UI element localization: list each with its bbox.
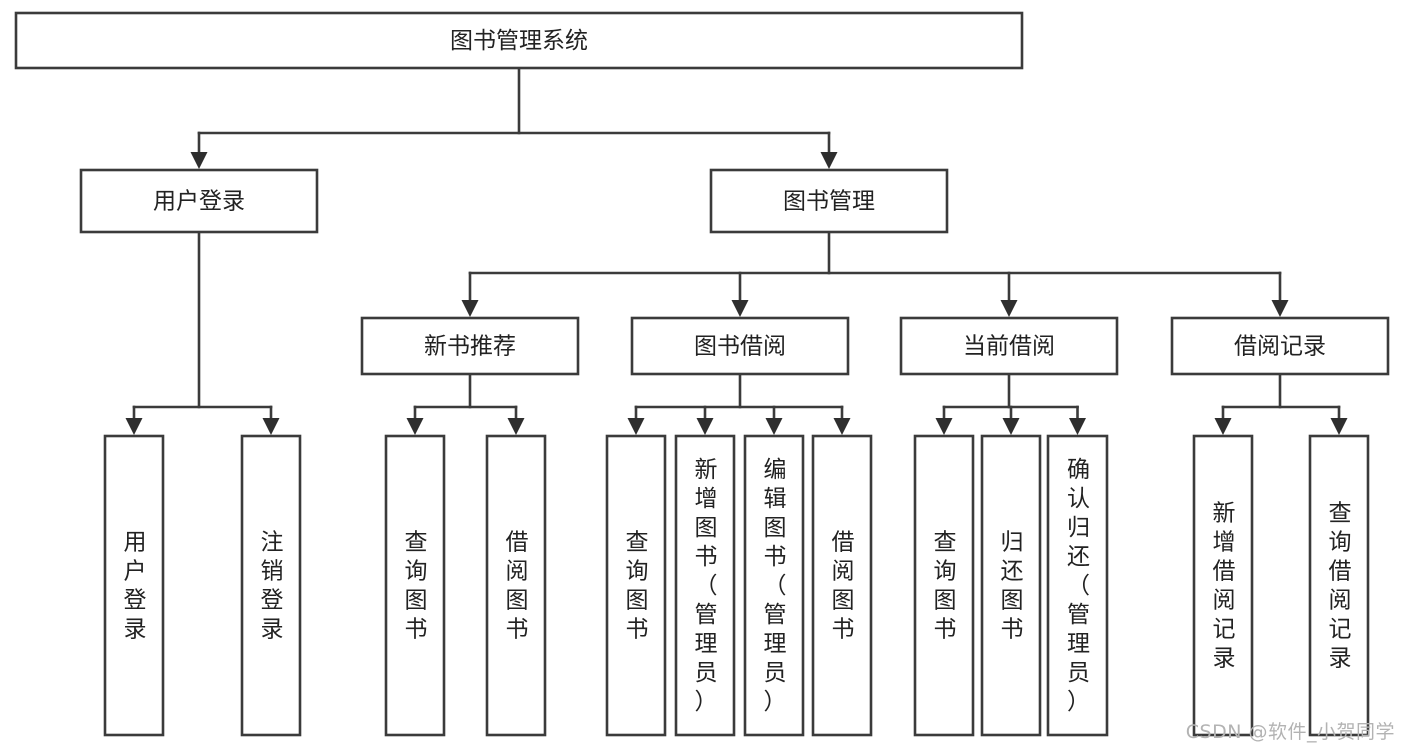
node-label-leaf-query-book-3: 查询图书 [934, 530, 957, 643]
node-label-leaf-return-book: 归还图书 [1001, 530, 1024, 643]
node-box-leaf-query-book-1 [384, 434, 446, 737]
node-current-borrow[interactable]: 当前借阅 [899, 316, 1119, 376]
node-box-leaf-add-book [674, 434, 736, 737]
node-new-book-recommend[interactable]: 新书推荐 [360, 316, 580, 376]
edge-arrowhead-leaf-query-record [1330, 418, 1348, 435]
edge-arrowhead-leaf-query-book-3 [935, 418, 953, 435]
node-box-leaf-user-login [103, 434, 165, 737]
node-user-login[interactable]: 用户登录 [79, 168, 319, 234]
edge-arrowhead-leaf-edit-book [765, 418, 783, 435]
node-label-book-borrow: 图书借阅 [694, 334, 786, 360]
node-label-leaf-user-logout: 注销登录 [261, 530, 284, 643]
node-box-leaf-edit-book [743, 434, 805, 737]
node-book-manage[interactable]: 图书管理 [709, 168, 949, 234]
node-box-book-manage [709, 168, 949, 234]
node-box-new-book-recommend [360, 316, 580, 376]
node-label-new-book-recommend: 新书推荐 [424, 334, 516, 360]
node-label-book-manage: 图书管理 [783, 189, 875, 215]
node-label-leaf-query-book-1: 查询图书 [405, 530, 428, 643]
edge-arrowhead-leaf-user-logout [262, 418, 280, 435]
node-leaf-return-book[interactable]: 归还图书 [980, 434, 1042, 737]
node-leaf-edit-book[interactable]: 编辑图书（管理员） [743, 434, 805, 737]
node-leaf-query-book-2[interactable]: 查询图书 [605, 434, 667, 737]
edge-arrowhead-leaf-borrow-book-1 [507, 418, 525, 435]
node-label-leaf-query-book-2: 查询图书 [626, 530, 649, 643]
edges-layer [125, 66, 1348, 435]
node-book-borrow[interactable]: 图书借阅 [630, 316, 850, 376]
node-label-leaf-user-login: 用户登录 [124, 530, 147, 643]
edge-arrowhead-current-borrow [1000, 300, 1018, 317]
edge-arrowhead-book-manage [820, 152, 838, 169]
nodes-layer: 图书管理系统用户登录图书管理新书推荐图书借阅当前借阅借阅记录用户登录注销登录查询… [14, 11, 1390, 737]
node-borrow-record[interactable]: 借阅记录 [1170, 316, 1390, 376]
node-leaf-confirm-return[interactable]: 确认归还（管理员） [1046, 434, 1109, 737]
edge-arrowhead-leaf-confirm-return [1069, 418, 1086, 435]
edge-arrowhead-leaf-return-book [1002, 418, 1020, 435]
node-box-leaf-user-logout [240, 434, 302, 737]
edge-arrowhead-book-borrow [731, 300, 749, 317]
node-box-current-borrow [899, 316, 1119, 376]
node-label-leaf-confirm-return: 确认归还（管理员） [1067, 457, 1090, 715]
node-label-borrow-record: 借阅记录 [1234, 334, 1326, 360]
node-box-root [14, 11, 1024, 70]
node-box-leaf-borrow-book-2 [811, 434, 873, 737]
edge-arrowhead-leaf-query-book-1 [406, 418, 424, 435]
node-leaf-borrow-book-1[interactable]: 借阅图书 [485, 434, 547, 737]
node-label-leaf-add-record: 新增借阅记录 [1213, 501, 1236, 672]
node-leaf-query-book-3[interactable]: 查询图书 [913, 434, 975, 737]
node-box-leaf-query-book-3 [913, 434, 975, 737]
edge-arrowhead-new-book-recommend [461, 300, 479, 317]
edge-arrowhead-user-login [190, 152, 208, 169]
node-label-user-login: 用户登录 [153, 189, 245, 215]
node-label-leaf-borrow-book-1: 借阅图书 [506, 530, 529, 643]
edge-arrowhead-leaf-user-login [125, 418, 143, 435]
node-box-leaf-query-book-2 [605, 434, 667, 737]
edge-arrowhead-leaf-add-record [1214, 418, 1232, 435]
node-box-book-borrow [630, 316, 850, 376]
node-leaf-query-record[interactable]: 查询借阅记录 [1308, 434, 1370, 737]
node-box-user-login [79, 168, 319, 234]
node-box-leaf-confirm-return [1046, 434, 1109, 737]
edge-arrowhead-leaf-query-book-2 [627, 418, 645, 435]
node-leaf-query-book-1[interactable]: 查询图书 [384, 434, 446, 737]
watermark-text: CSDN @软件_小贺同学 [1185, 721, 1395, 743]
node-root[interactable]: 图书管理系统 [14, 11, 1024, 70]
node-label-current-borrow: 当前借阅 [963, 334, 1055, 360]
node-leaf-add-record[interactable]: 新增借阅记录 [1192, 434, 1254, 737]
node-label-leaf-add-book: 新增图书（管理员） [695, 457, 718, 715]
node-box-leaf-query-record [1308, 434, 1370, 737]
node-label-root: 图书管理系统 [450, 28, 588, 54]
node-leaf-user-login[interactable]: 用户登录 [103, 434, 165, 737]
node-box-leaf-return-book [980, 434, 1042, 737]
node-box-borrow-record [1170, 316, 1390, 376]
edge-arrowhead-leaf-borrow-book-2 [833, 418, 851, 435]
node-label-leaf-query-record: 查询借阅记录 [1329, 501, 1352, 672]
node-label-leaf-edit-book: 编辑图书（管理员） [764, 457, 787, 715]
node-label-leaf-borrow-book-2: 借阅图书 [832, 530, 855, 643]
node-box-leaf-add-record [1192, 434, 1254, 737]
node-box-leaf-borrow-book-1 [485, 434, 547, 737]
node-leaf-user-logout[interactable]: 注销登录 [240, 434, 302, 737]
node-leaf-add-book[interactable]: 新增图书（管理员） [674, 434, 736, 737]
node-leaf-borrow-book-2[interactable]: 借阅图书 [811, 434, 873, 737]
edge-arrowhead-leaf-add-book [696, 418, 714, 435]
edge-arrowhead-borrow-record [1271, 300, 1289, 317]
